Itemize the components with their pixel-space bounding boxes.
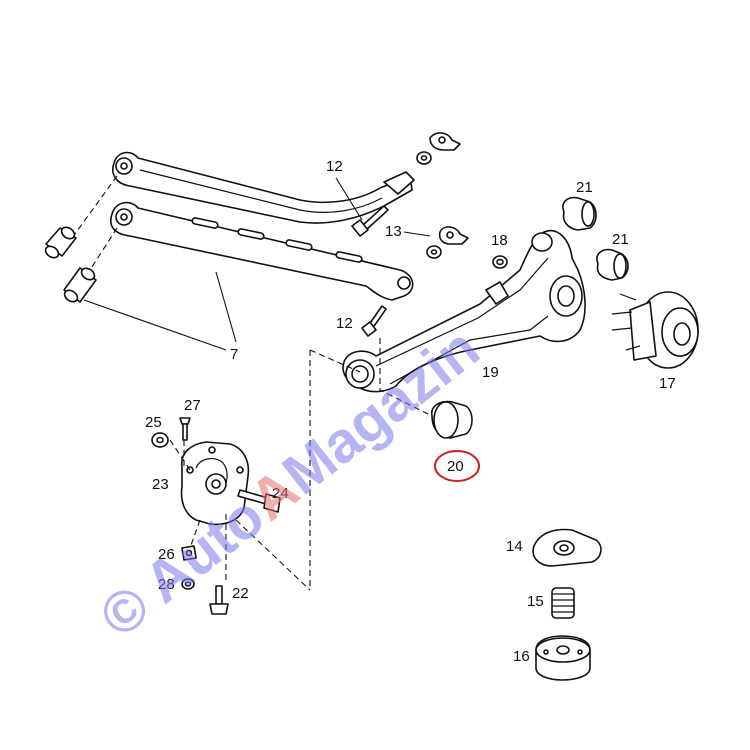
upper-link-arm — [112, 151, 415, 224]
bushing-20 — [430, 400, 473, 439]
clip-26 — [181, 545, 197, 561]
mounting-bracket-23 — [180, 441, 250, 526]
mount-plate-14 — [532, 528, 602, 567]
threaded-insert-15 — [551, 587, 575, 619]
watermark: © Auto A Magazin — [88, 315, 491, 650]
bracket-dash-4 — [189, 519, 201, 549]
label-25: 25 — [145, 414, 162, 431]
label-23: 23 — [152, 476, 169, 493]
label-24: 24 — [272, 485, 289, 502]
label-15: 15 — [527, 593, 544, 610]
clip-washers-top — [416, 132, 461, 165]
bolt-12-lower — [361, 305, 387, 337]
washer-25 — [151, 432, 169, 448]
bolt-22 — [209, 585, 229, 615]
leader-13 — [403, 231, 431, 237]
bracket-dash-7 — [309, 349, 361, 373]
nut-28 — [181, 578, 195, 590]
label-7: 7 — [230, 346, 238, 363]
bracket-dash-5 — [235, 519, 311, 591]
wheel-hub-17 — [611, 291, 699, 369]
bolt-arm-dash — [379, 338, 441, 421]
highlight-ring-20 — [434, 450, 480, 482]
trailing-arm-19 — [342, 229, 586, 393]
mount-base-16 — [535, 635, 591, 681]
label-19: 19 — [482, 364, 499, 381]
leader-12-upper — [335, 177, 363, 221]
bolt-12-upper — [351, 205, 389, 237]
label-13: 13 — [385, 223, 402, 240]
label-18: 18 — [491, 232, 508, 249]
label-26: 26 — [158, 546, 175, 563]
label-16: 16 — [513, 648, 530, 665]
bushing-21-upper — [562, 196, 597, 231]
leader-7a — [83, 299, 227, 351]
lower-link-bushing — [63, 267, 97, 303]
label-21-upper: 21 — [576, 179, 593, 196]
bolt-27 — [179, 417, 191, 441]
bolt-24 — [237, 489, 281, 513]
label-22: 22 — [232, 585, 249, 602]
bushing-18 — [492, 255, 508, 269]
lower-link-dash — [89, 227, 118, 271]
lower-link-arm — [110, 201, 414, 301]
label-27: 27 — [184, 397, 201, 414]
label-20: 20 — [447, 458, 464, 475]
label-21-lower: 21 — [612, 231, 629, 248]
upper-link-bushing — [44, 226, 77, 259]
leader-7b — [215, 271, 237, 343]
label-14: 14 — [506, 538, 523, 555]
bushing-21-lower — [596, 248, 629, 281]
upper-link-dash — [71, 175, 118, 239]
clip-13 — [426, 226, 469, 259]
label-17: 17 — [659, 375, 676, 392]
bracket-dash-3 — [169, 439, 191, 471]
label-28: 28 — [158, 576, 175, 593]
label-12-upper: 12 — [326, 158, 343, 175]
label-12-lower: 12 — [336, 315, 353, 332]
